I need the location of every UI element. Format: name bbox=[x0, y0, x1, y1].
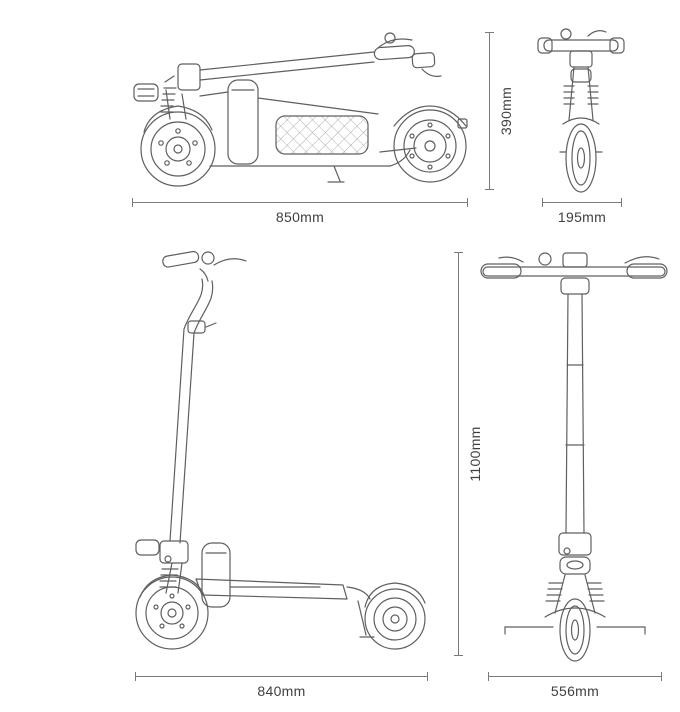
dim-tick bbox=[427, 672, 428, 681]
front-wheel bbox=[135, 576, 209, 650]
folding-clamp bbox=[164, 63, 201, 91]
dim-line bbox=[489, 32, 490, 190]
dim-unfolded-width: 556mm bbox=[488, 672, 662, 699]
unfolded-scooter-front-drawing bbox=[480, 252, 668, 662]
front-fender bbox=[143, 105, 213, 133]
rear-wheel bbox=[364, 588, 426, 650]
rear-fender bbox=[393, 105, 468, 129]
rear-fender bbox=[346, 582, 426, 608]
dim-folded-height: 390mm bbox=[485, 32, 514, 190]
front-fender bbox=[544, 607, 606, 618]
dim-label-unfolded-width: 556mm bbox=[550, 683, 600, 699]
view-folded-front bbox=[536, 24, 626, 199]
dim-label-folded-height: 390mm bbox=[497, 86, 514, 136]
swingarm bbox=[379, 147, 417, 153]
front-fender bbox=[139, 574, 205, 598]
rear-wheel bbox=[393, 109, 467, 183]
view-unfolded-side bbox=[118, 245, 428, 665]
deck-body bbox=[199, 91, 411, 183]
handlebar-cluster bbox=[373, 32, 442, 77]
front-fender bbox=[562, 117, 600, 125]
dim-label-unfolded-height: 1100mm bbox=[466, 426, 483, 482]
dim-line bbox=[135, 676, 428, 677]
dim-unfolded-length: 840mm bbox=[135, 672, 428, 699]
headlight bbox=[570, 68, 592, 83]
dim-folded-width: 195mm bbox=[542, 198, 622, 225]
front-wheel bbox=[140, 111, 216, 187]
deck bbox=[195, 578, 348, 600]
folded-stem bbox=[199, 51, 375, 81]
dim-line bbox=[488, 676, 662, 677]
dim-line bbox=[132, 202, 468, 203]
folded-scooter-front-drawing bbox=[537, 28, 625, 193]
front-suspension bbox=[563, 66, 599, 121]
dim-line bbox=[458, 252, 459, 656]
front-suspension bbox=[545, 574, 605, 614]
front-wheel bbox=[559, 123, 603, 193]
handlebar-cluster bbox=[162, 250, 247, 282]
battery-tube bbox=[201, 542, 231, 608]
headlight bbox=[135, 539, 160, 556]
stem-clamp bbox=[569, 50, 593, 68]
folded-scooter-side-drawing bbox=[133, 32, 468, 187]
folded-handlebar bbox=[537, 28, 625, 54]
battery-tube bbox=[227, 79, 259, 165]
dim-label-folded-length: 850mm bbox=[275, 209, 325, 225]
dim-tick bbox=[621, 198, 622, 207]
headlight bbox=[559, 556, 591, 575]
dim-line bbox=[542, 202, 622, 203]
dim-tick bbox=[485, 189, 494, 190]
deck-edge bbox=[504, 626, 646, 635]
folding-joint bbox=[159, 540, 189, 564]
view-unfolded-front bbox=[475, 245, 675, 665]
view-folded-side bbox=[128, 24, 468, 204]
kickstand bbox=[357, 600, 375, 638]
unfolded-scooter-side-drawing bbox=[135, 250, 426, 650]
dim-label-unfolded-length: 840mm bbox=[257, 683, 306, 699]
dim-tick bbox=[454, 655, 463, 656]
front-suspension bbox=[160, 87, 187, 120]
stem-clamp bbox=[560, 277, 590, 295]
handlebar bbox=[480, 252, 668, 279]
dim-tick bbox=[467, 198, 468, 207]
dim-unfolded-height: 1100mm bbox=[454, 252, 483, 656]
dim-folded-length: 850mm bbox=[132, 198, 468, 225]
front-wheel bbox=[559, 598, 591, 662]
dim-label-folded-width: 195mm bbox=[557, 209, 607, 225]
dim-tick bbox=[661, 672, 662, 681]
stem bbox=[565, 293, 585, 534]
stem bbox=[169, 278, 217, 544]
headlight bbox=[133, 83, 159, 102]
folding-joint bbox=[558, 532, 592, 556]
